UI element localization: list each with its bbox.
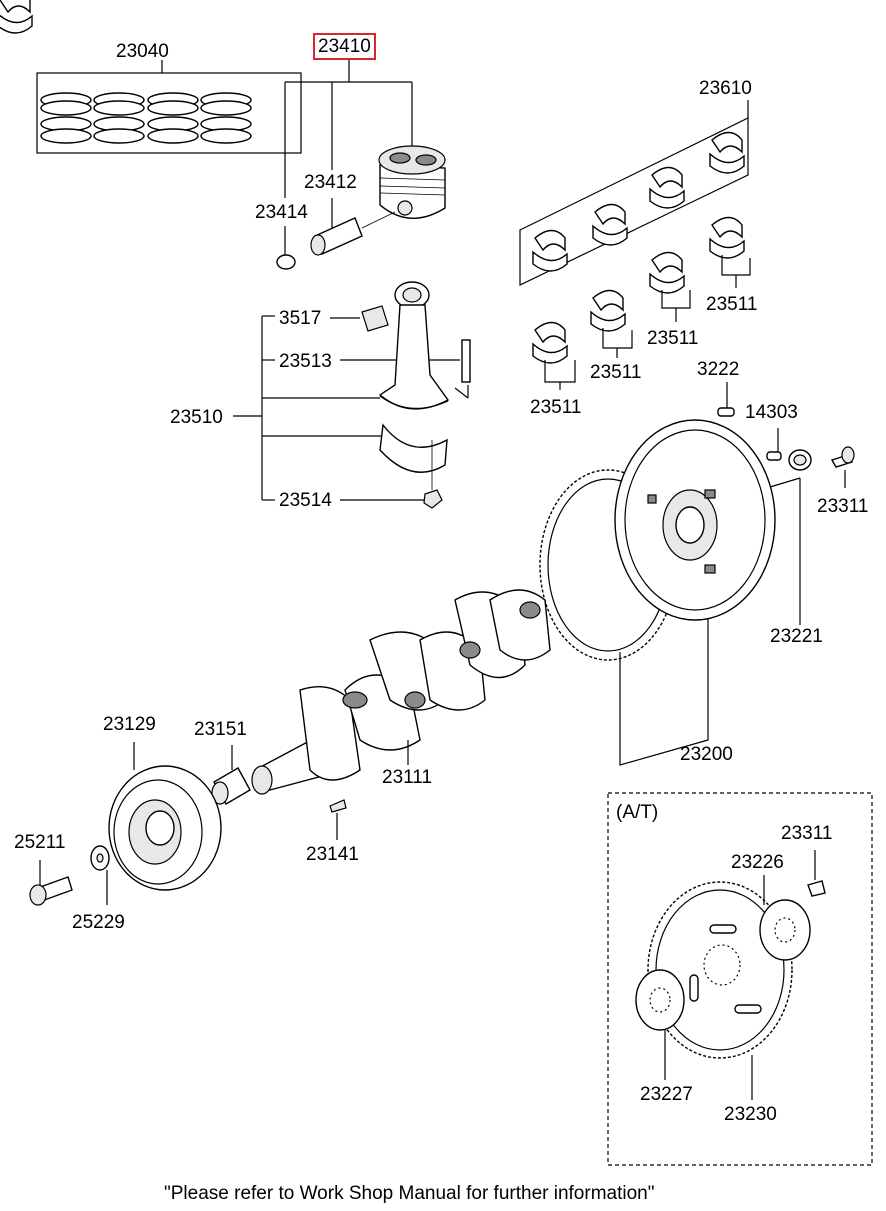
callout-25229[interactable]: 25229: [72, 912, 125, 933]
callout-23510[interactable]: 23510: [170, 407, 223, 428]
callout-23221[interactable]: 23221: [770, 626, 823, 647]
callout-23511-a[interactable]: 23511: [706, 294, 758, 315]
pulley-bolt[interactable]: [29, 860, 73, 906]
bearing-shell[interactable]: [709, 131, 745, 174]
main-bearing-set[interactable]: [519, 100, 749, 286]
callout-23111[interactable]: 23111: [382, 767, 433, 788]
callout-23514[interactable]: 23514: [279, 490, 332, 511]
callout-23040[interactable]: 23040: [116, 41, 169, 62]
connecting-rod-bracket: [233, 315, 460, 501]
damper-pulley[interactable]: [108, 742, 222, 891]
callout-25211[interactable]: 25211: [14, 832, 66, 853]
dowel-pin[interactable]: [717, 382, 735, 417]
rod-bolt[interactable]: [454, 339, 471, 399]
rod-cap[interactable]: [379, 423, 448, 490]
callout-23129[interactable]: 23129: [103, 714, 156, 735]
callout-3517[interactable]: 3517: [279, 308, 322, 329]
flywheel-bolt[interactable]: [830, 446, 855, 488]
at-box: [607, 792, 873, 1166]
callout-23311-a[interactable]: 23311: [817, 496, 869, 517]
crank-sprocket[interactable]: [211, 745, 251, 805]
callout-23200[interactable]: 23200: [680, 744, 733, 765]
adapter-plate[interactable]: [759, 875, 811, 961]
callout-23141[interactable]: 23141: [306, 844, 359, 865]
bearing-shell[interactable]: [649, 251, 685, 294]
piston-group-leader: [284, 60, 413, 256]
callout-23226[interactable]: 23226: [731, 852, 784, 873]
bearing-shell[interactable]: [590, 289, 626, 332]
rod-nut[interactable]: [423, 489, 443, 509]
bearing-shell[interactable]: [709, 216, 745, 259]
footer-note: "Please refer to Work Shop Manual for fu…: [164, 1183, 655, 1204]
flywheel-leaders: [619, 618, 709, 766]
callout-23511-b[interactable]: 23511: [647, 328, 699, 349]
callout-23414[interactable]: 23414: [255, 202, 308, 223]
callout-23513[interactable]: 23513: [279, 351, 332, 372]
callout-23230[interactable]: 23230: [724, 1104, 777, 1125]
bearing-shell[interactable]: [592, 203, 628, 246]
reinforcement-plate[interactable]: [635, 969, 685, 1080]
bearing-shell[interactable]: [532, 321, 568, 364]
piston-pin[interactable]: [310, 211, 396, 256]
connecting-rod[interactable]: [378, 281, 450, 410]
callout-23511-d[interactable]: 23511: [530, 397, 582, 418]
bearing-leaders: [544, 255, 751, 390]
callout-14303[interactable]: 14303: [745, 402, 798, 423]
callout-23410-highlighted[interactable]: 23410: [313, 33, 376, 60]
piston-ring-set[interactable]: [36, 60, 302, 154]
bearing-shell[interactable]: [532, 229, 568, 272]
pilot-bearing-pin[interactable]: [766, 428, 782, 461]
callout-23412[interactable]: 23412: [304, 172, 357, 193]
small-end-bushing[interactable]: [361, 305, 389, 332]
drive-plate-bolt[interactable]: [807, 850, 826, 897]
automatic-transmission-label: (A/T): [616, 802, 659, 823]
pulley-washer[interactable]: [90, 845, 110, 905]
woodruff-key[interactable]: [329, 799, 347, 840]
callout-23511-c[interactable]: 23511: [590, 362, 642, 383]
callout-23610[interactable]: 23610: [699, 78, 752, 99]
callout-23151[interactable]: 23151: [194, 719, 247, 740]
piston[interactable]: [378, 145, 446, 219]
drive-plate[interactable]: [647, 881, 793, 1059]
crankshaft[interactable]: [251, 589, 551, 795]
bearing-shell[interactable]: [649, 166, 685, 209]
snap-ring[interactable]: [276, 254, 296, 270]
callout-23227[interactable]: 23227: [640, 1084, 693, 1105]
callout-3222[interactable]: 3222: [697, 359, 740, 380]
flywheel[interactable]: [614, 419, 776, 621]
pilot-bushing[interactable]: [769, 449, 812, 625]
callout-23311-b[interactable]: 23311: [781, 823, 833, 844]
